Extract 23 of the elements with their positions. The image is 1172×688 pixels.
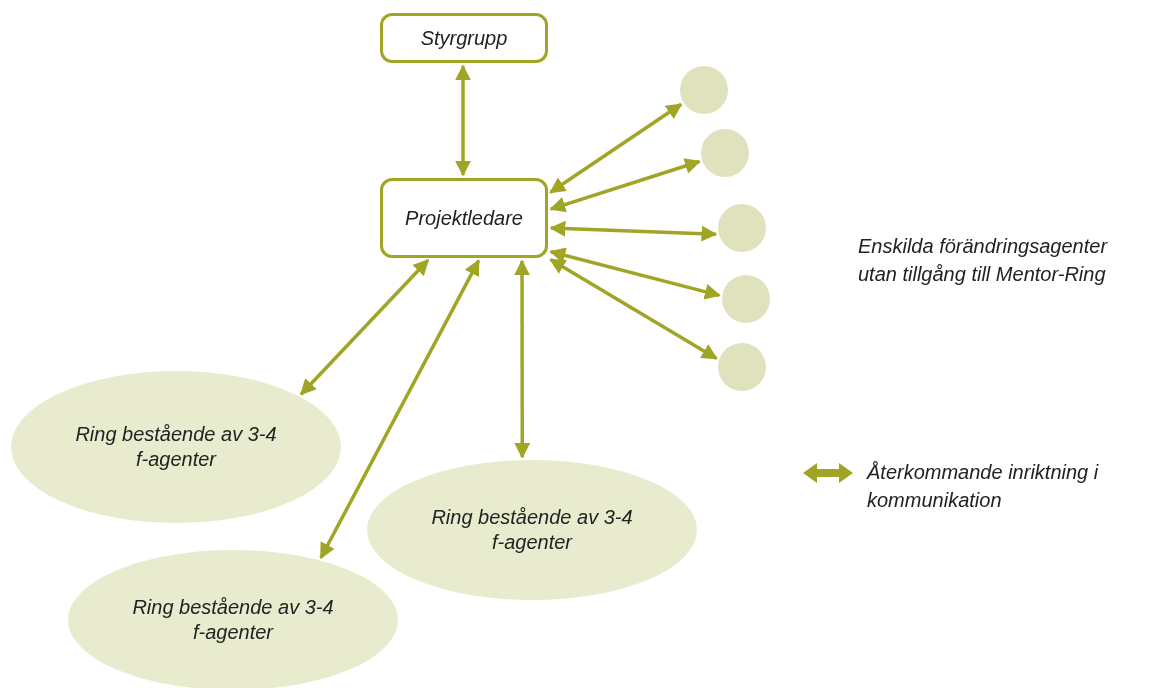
double-arrow bbox=[549, 158, 701, 213]
double-arrow bbox=[549, 220, 718, 242]
agent-circle bbox=[722, 275, 770, 323]
double-arrow bbox=[549, 102, 683, 194]
node-label: Ring bestående av 3-4 f-agenter bbox=[131, 595, 335, 645]
annotation-text: Enskilda förändringsagenter utan tillgång till Mentor-Ring bbox=[858, 234, 1109, 287]
double-arrow bbox=[549, 247, 721, 300]
legend-label: Återkommande inriktning i kommunikation bbox=[867, 460, 1100, 513]
double-arrow bbox=[455, 64, 471, 177]
double-arrow bbox=[549, 258, 718, 360]
node-label: Styrgrupp bbox=[420, 25, 508, 51]
process-box bbox=[380, 178, 548, 258]
agent-circle bbox=[718, 343, 766, 391]
double-arrow bbox=[514, 259, 531, 459]
agent-circle bbox=[680, 66, 728, 114]
node-label: Ring bestående av 3-4 f-agenter bbox=[430, 505, 634, 555]
agent-circle bbox=[701, 129, 749, 177]
node-label: Ring bestående av 3-4 f-agenter bbox=[74, 422, 278, 472]
process-box bbox=[380, 13, 548, 63]
agent-circle bbox=[718, 204, 766, 252]
node-label: Projektledare bbox=[405, 205, 523, 231]
double-arrow bbox=[299, 258, 430, 396]
double-arrow bbox=[319, 259, 481, 560]
